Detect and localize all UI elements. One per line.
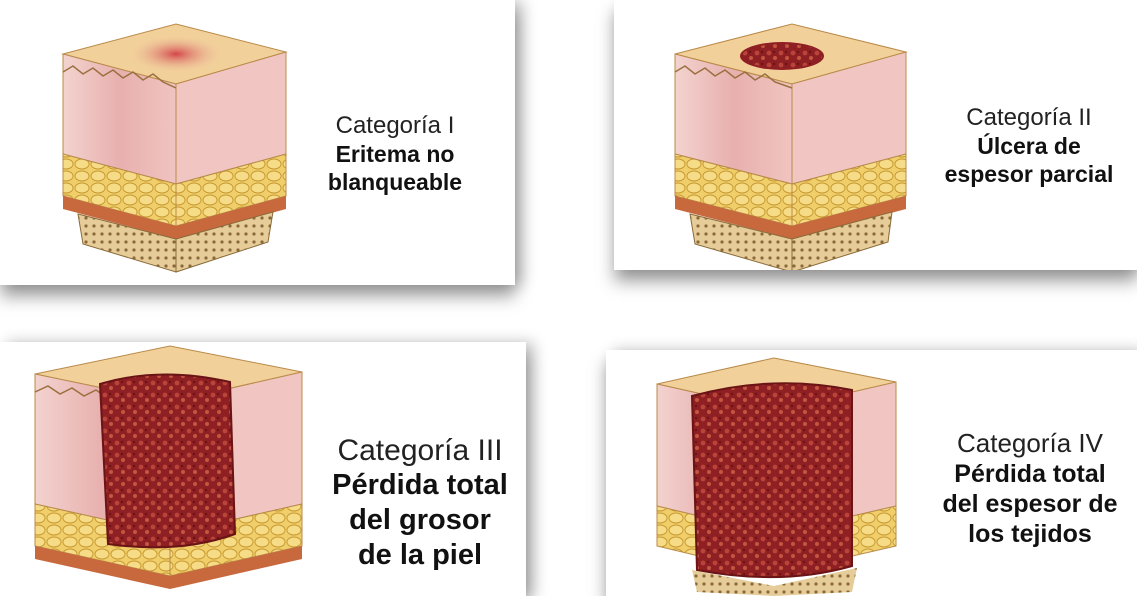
category-4-panel: Categoría IV Pérdida total del espesor d… bbox=[606, 350, 1137, 596]
category-1-label: Categoría I Eritema no blanqueable bbox=[300, 112, 490, 196]
category-2-label: Categoría II Úlcera de espesor parcial bbox=[934, 104, 1124, 188]
category-3-label: Categoría III Pérdida total del grosor d… bbox=[314, 434, 526, 573]
category-description: Úlcera de espesor parcial bbox=[934, 132, 1124, 188]
category-1-panel: Categoría I Eritema no blanqueable bbox=[0, 0, 515, 285]
category-2-panel: Categoría II Úlcera de espesor parcial bbox=[614, 0, 1137, 270]
category-title: Categoría II bbox=[934, 104, 1124, 132]
category-title: Categoría IV bbox=[926, 428, 1134, 459]
category-description: Eritema no blanqueable bbox=[300, 140, 490, 196]
category-title: Categoría III bbox=[314, 434, 526, 468]
category-4-label: Categoría IV Pérdida total del espesor d… bbox=[926, 428, 1134, 549]
stage-4-skin-illustration bbox=[652, 356, 900, 596]
stage-1-skin-illustration bbox=[58, 14, 288, 276]
stage-2-skin-illustration bbox=[670, 14, 910, 270]
category-title: Categoría I bbox=[300, 112, 490, 140]
stage-3-skin-illustration bbox=[30, 344, 305, 596]
category-3-panel: Categoría III Pérdida total del grosor d… bbox=[0, 342, 526, 596]
category-description: Pérdida total del espesor de los tejidos bbox=[926, 459, 1134, 549]
category-description: Pérdida total del grosor de la piel bbox=[314, 468, 526, 573]
